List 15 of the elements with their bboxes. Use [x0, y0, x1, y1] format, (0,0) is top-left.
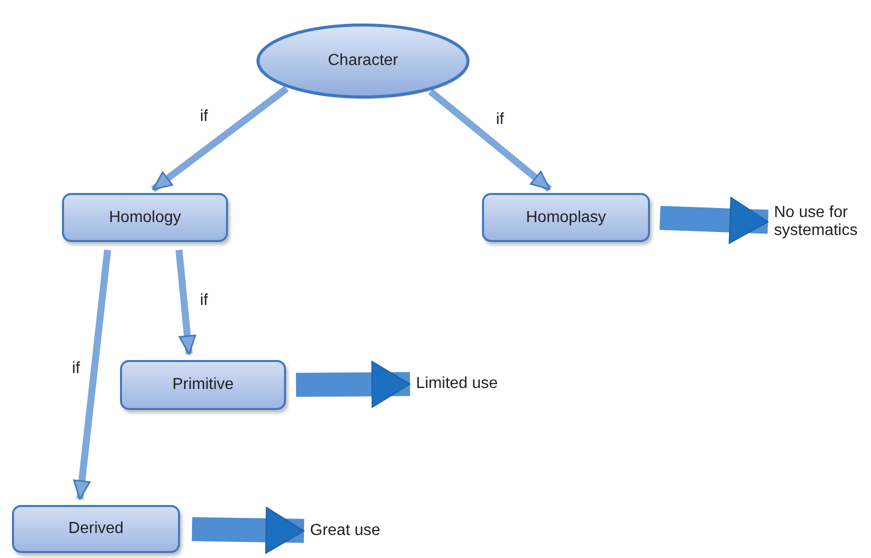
process-box: Homoplasy: [482, 193, 650, 242]
arrow: [151, 86, 289, 192]
arrow: [428, 88, 552, 192]
arrow: [176, 250, 196, 355]
ellipse-node: Character: [255, 22, 471, 100]
process-box: Derived: [12, 505, 180, 553]
block-arrow: [296, 360, 410, 408]
block-arrow: [192, 506, 304, 554]
block-arrow: [660, 196, 768, 244]
process-box: Primitive: [120, 360, 286, 410]
outcome-text: No use for systematics: [774, 198, 871, 246]
outcome-text: Great use: [310, 519, 400, 543]
outcome-text: Limited use: [416, 372, 520, 396]
arrow: [73, 250, 112, 500]
process-box: Homology: [62, 193, 228, 242]
